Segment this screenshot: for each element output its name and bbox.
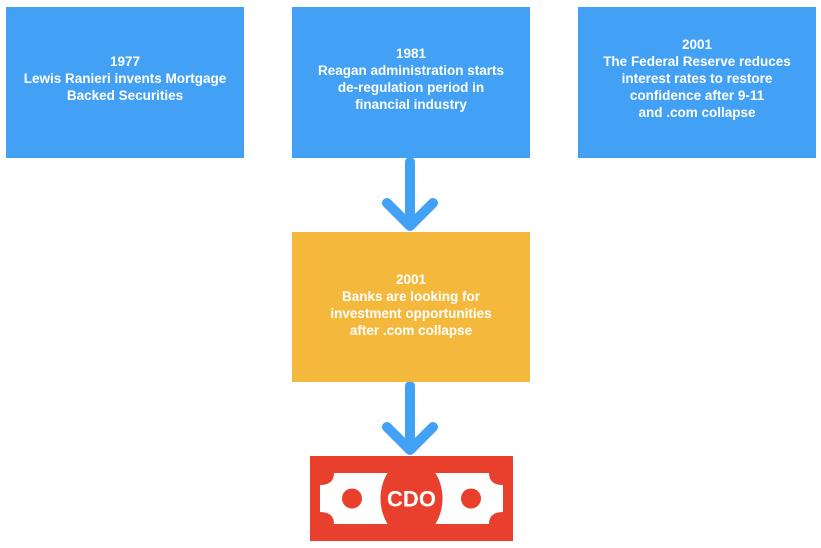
event-text-line: The Federal Reserve reduces — [603, 54, 791, 69]
event-year: 1981 — [395, 45, 427, 61]
event-text-line: interest rates to restore — [621, 71, 773, 86]
cdo-banknote-icon: CDO — [310, 456, 513, 541]
event-box-1977: 1977 Lewis Ranieri invents Mortgage Back… — [6, 7, 244, 158]
event-year: 2001 — [395, 272, 427, 287]
event-text-line: Lewis Ranieri invents Mortgage — [23, 71, 227, 86]
event-text-line: investment opportunities — [330, 306, 492, 321]
event-text-line: confidence after 9-11 — [629, 88, 765, 103]
event-text-line: Reagan administration starts — [317, 62, 505, 78]
event-year: 1977 — [109, 54, 141, 69]
event-text-line: and .com collapse — [638, 105, 756, 120]
event-box-2001-banks: 2001 Banks are looking for investment op… — [292, 232, 530, 382]
down-arrow-icon — [382, 158, 438, 231]
event-text-line: Backed Securities — [66, 88, 184, 103]
event-box-2001-federal-reserve: 2001 The Federal Reserve reduces interes… — [578, 7, 816, 158]
event-text-line: Banks are looking for — [341, 289, 481, 304]
down-arrow-icon — [382, 382, 438, 455]
event-text-line: de-regulation period in — [337, 79, 485, 95]
event-box-1981: 1981 Reagan administration starts de-reg… — [292, 7, 530, 158]
event-year: 2001 — [681, 37, 713, 52]
event-text-line: after .com collapse — [349, 323, 473, 338]
event-text-line: financial industry — [355, 96, 467, 112]
cdo-label: CDO — [387, 487, 436, 512]
